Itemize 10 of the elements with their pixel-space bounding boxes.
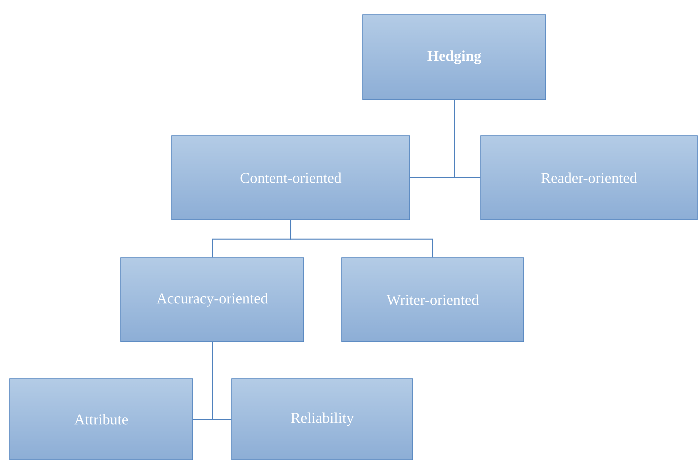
connector-line xyxy=(212,342,232,420)
connector-line xyxy=(290,220,434,258)
category-box: Content-oriented xyxy=(172,136,410,220)
category-box: Attribute xyxy=(10,378,194,460)
category-box: Reader-oriented xyxy=(480,136,698,220)
connector-line xyxy=(454,100,482,178)
category-box: Hedging xyxy=(362,14,546,100)
category-box: Reliability xyxy=(232,378,414,460)
category-box: Writer-oriented xyxy=(342,258,524,342)
category-box: Accuracy-oriented xyxy=(120,258,304,342)
